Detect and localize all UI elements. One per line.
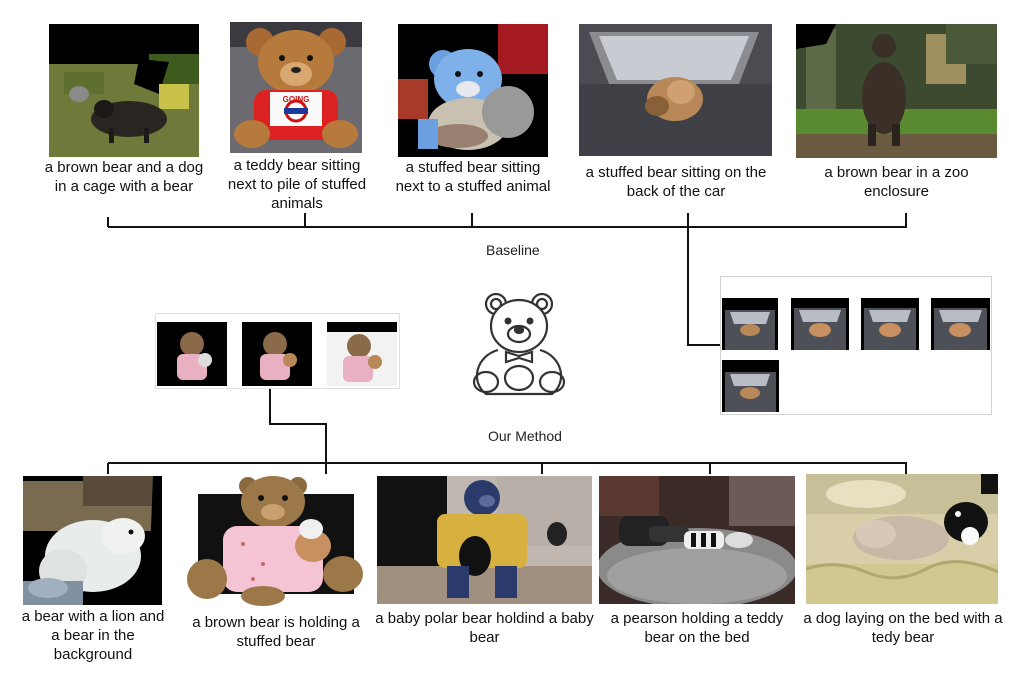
baseline-variant-2 xyxy=(791,298,849,350)
baseline-variant-1 xyxy=(722,298,778,350)
method-variant-1 xyxy=(157,322,227,386)
method-caption-4: a pearson holding a teddy bear on the be… xyxy=(610,610,784,646)
method-image-5 xyxy=(806,474,998,604)
baseline-image-1 xyxy=(49,24,199,157)
method-image-4 xyxy=(599,476,795,604)
method-image-1 xyxy=(23,476,162,605)
method-caption-5: a dog laying on the bed with a tedy bear xyxy=(803,610,1003,646)
baseline-image-2: GOING xyxy=(230,22,362,153)
baseline-image-4 xyxy=(579,24,772,156)
baseline-label: Baseline xyxy=(486,242,540,258)
method-caption-3: a baby polar bear holdind a baby bear xyxy=(375,610,594,646)
baseline-variant-5 xyxy=(722,360,779,412)
method-variant-3 xyxy=(327,322,397,386)
baseline-variant-4 xyxy=(931,298,990,350)
baseline-image-5 xyxy=(796,24,997,158)
baseline-caption-3: a stuffed bear sitting next to a stuffed… xyxy=(395,159,551,195)
method-image-3 xyxy=(377,476,592,604)
baseline-variant-3 xyxy=(861,298,919,350)
baseline-caption-2: a teddy bear sitting next to pile of stu… xyxy=(227,157,367,212)
baseline-image-3 xyxy=(398,24,548,157)
baseline-caption-4: a stuffed bear sitting on the back of th… xyxy=(585,164,767,200)
method-variant-2 xyxy=(242,322,312,386)
method-image-2 xyxy=(183,474,369,607)
our-method-label: Our Method xyxy=(488,428,562,444)
baseline-caption-5: a brown bear in a zoo enclosure xyxy=(824,164,969,200)
teddy-bear-icon xyxy=(456,290,574,402)
method-caption-2: a brown bear is holding a stuffed bear xyxy=(192,614,360,650)
shirt-text: GOING xyxy=(283,95,310,104)
baseline-caption-1: a brown bear and a dog in a cage with a … xyxy=(44,159,204,195)
method-caption-1: a bear with a lion and a bear in the bac… xyxy=(21,608,165,663)
